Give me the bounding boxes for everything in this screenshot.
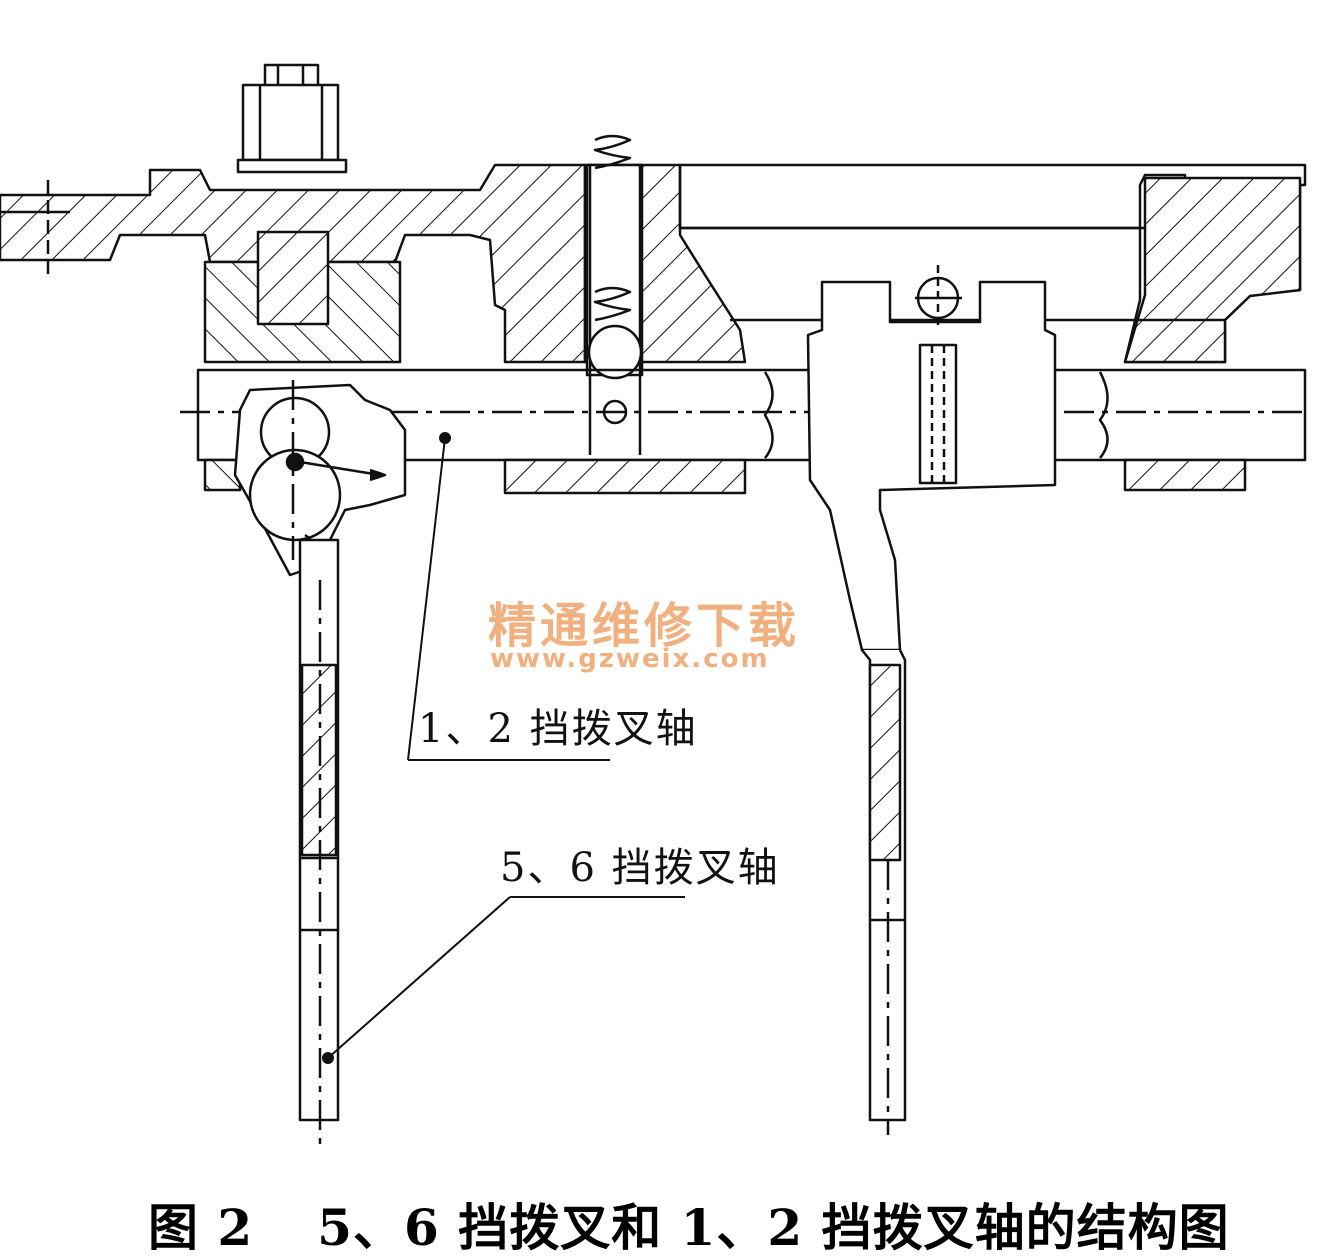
figure-caption-text: 5、6 挡拨叉和 1、2 挡拨叉轴的结构图 [317, 1198, 1230, 1257]
shaft-housing-block [203, 230, 402, 364]
figure-number: 图 2 [148, 1198, 254, 1257]
detent-block [583, 134, 747, 455]
label-fork-shaft-56: 5、6 挡拨叉轴 [500, 845, 780, 891]
watermark-url: www.gzweix.com [490, 644, 770, 674]
figure-caption: 图 2 5、6 挡拨叉和 1、2 挡拨叉轴的结构图 [148, 1188, 1230, 1260]
top-bolt [236, 63, 348, 174]
shift-fork-right [806, 265, 1057, 1135]
housing-right [678, 163, 1307, 364]
main-shaft [180, 368, 1307, 495]
watermark-title: 精通维修下载 [488, 598, 801, 654]
housing-left [0, 163, 587, 364]
leader-lines [322, 432, 685, 1064]
label-fork-shaft-12: 1、2 挡拨叉轴 [418, 706, 698, 752]
shift-fork-left [233, 380, 407, 1145]
